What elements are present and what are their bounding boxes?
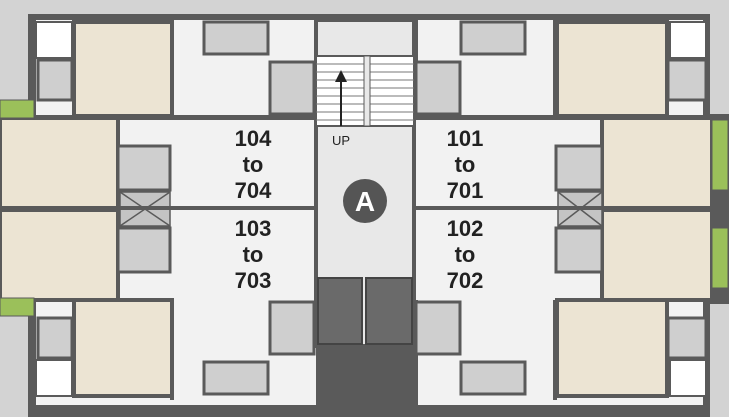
bedroom-left-lower: [0, 208, 120, 302]
bedroom-bottom-left: [72, 298, 174, 398]
unit-number-end: 704: [235, 178, 272, 203]
unit-connector: to: [455, 152, 476, 177]
unit-label-top-right: 101 to 701: [447, 126, 484, 203]
unit-number-end: 703: [235, 268, 272, 293]
bedroom-top-right: [555, 20, 669, 118]
unit-number-start: 101: [447, 126, 484, 151]
unit-connector: to: [455, 242, 476, 267]
bedrooms: [0, 20, 714, 398]
block-letter: A: [355, 186, 375, 217]
unit-connector: to: [243, 242, 264, 267]
arrowhead-icon: [335, 70, 347, 82]
bedroom-top-left: [72, 20, 174, 118]
lifts: [317, 277, 413, 345]
unit-number-start: 102: [447, 216, 484, 241]
block-marker: [343, 179, 387, 223]
unit-number-start: 104: [235, 126, 272, 151]
unit-number-start: 103: [235, 216, 272, 241]
staircase: [315, 55, 415, 127]
unit-label-top-left: 104 to 704: [235, 126, 272, 203]
unit-label-bottom-left: 103 to 703: [235, 216, 272, 293]
unit-label-bottom-right: 102 to 702: [447, 216, 484, 293]
bedroom-right-upper: [600, 116, 714, 210]
bedroom-bottom-right: [555, 298, 669, 398]
bedroom-right-lower: [600, 208, 714, 302]
planters: [0, 99, 729, 317]
unit-connector: to: [243, 152, 264, 177]
wet-areas: [36, 20, 708, 396]
bedroom-left-upper: [0, 116, 120, 210]
stair-up-label: UP: [332, 133, 350, 148]
unit-number-end: 702: [447, 268, 484, 293]
partition-walls: [120, 20, 602, 400]
unit-number-end: 701: [447, 178, 484, 203]
corner-balconies: [35, 21, 707, 397]
